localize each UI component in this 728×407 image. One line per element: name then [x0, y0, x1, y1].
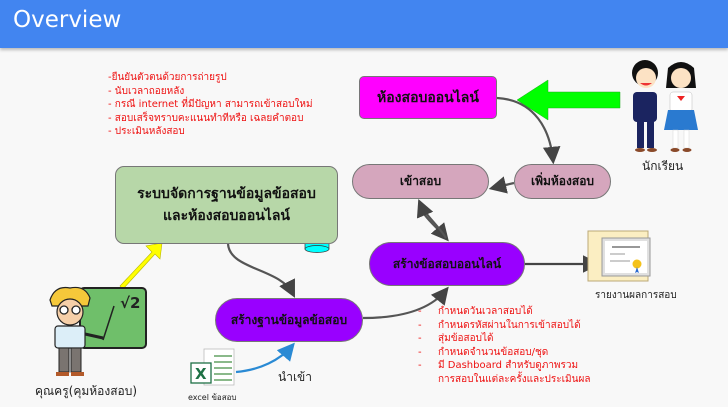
node-add-exam-room: เพิ่มห้องสอบ — [514, 164, 611, 199]
feature-item: -กำหนดรหัสผ่านในการเข้าสอบได้ — [418, 319, 581, 331]
student-features-list: -ยืนยันตัวตนด้วยการถ่ายรูป - นับเวลาถอยห… — [108, 71, 313, 139]
node-exam-management-system: ระบบจัดการฐานข้อมูลข้อสอบ และห้องสอบออนไ… — [115, 166, 338, 244]
arrow-import — [235, 342, 295, 374]
svg-text:X: X — [195, 365, 207, 383]
note-item: - สอบเสร็จทราบคะแนนทำทีหรือ เฉลยคำตอบ — [108, 112, 304, 124]
report-label: รายงานผลการสอบ — [595, 290, 677, 301]
note-item: -ยืนยันตัวตนด้วยการถ่ายรูป — [108, 72, 227, 83]
green-arrow-icon — [516, 79, 621, 121]
node-create-online-exam: สร้างข้อสอบออนไลน์ — [369, 242, 525, 286]
feature-item: -มี Dashboard สำหรับดูภาพรวม — [418, 360, 579, 371]
arrow-room-to-add — [496, 96, 561, 165]
excel-label: excel ข้อสอบ — [188, 393, 237, 402]
feature-item: -กำหนดจำนวนข้อสอบ/ชุด — [418, 346, 549, 358]
import-label: นำเข้า — [278, 370, 312, 384]
exam-features-list: -กำหนดวันเวลาสอบได้ -กำหนดรหัสผ่านในการเ… — [418, 305, 590, 386]
feature-item: -กำหนดวันเวลาสอบได้ — [418, 306, 533, 317]
teacher-label: คุณครู(คุมห้องสอบ) — [35, 384, 138, 398]
node-create-exam-database: สร้างฐานข้อมูลข้อสอบ — [215, 298, 363, 342]
excel-file-icon: X — [190, 348, 235, 386]
yellow-arrow-icon — [119, 242, 163, 290]
students-icon — [632, 60, 698, 152]
slide-header: Overview — [0, 0, 728, 48]
report-certificate-icon — [587, 230, 651, 282]
note-item: - ประเมินหลังสอบ — [108, 126, 185, 137]
feature-item: -สุ่มข้อสอบได้ — [418, 333, 494, 344]
node-online-exam-room: ห้องสอบออนไลน์ — [359, 76, 497, 119]
node-enter-exam: เข้าสอบ — [352, 164, 489, 199]
teacher-icon: √2 — [49, 286, 147, 376]
arrow-system-to-db — [226, 243, 295, 298]
note-item: - นับเวลาถอยหลัง — [108, 85, 185, 97]
note-item: - กรณี internet ที่มีปัญหา สามารถเข้าสอบ… — [108, 99, 313, 110]
feature-item: การสอบในแต่ละครั้งและประเมินผล — [438, 373, 591, 385]
svg-text:√2: √2 — [120, 294, 140, 312]
arrow-db-to-online — [362, 286, 449, 320]
slide-title: Overview — [13, 7, 122, 33]
students-label: นักเรียน — [642, 159, 684, 173]
arrow-add-to-enter — [488, 176, 515, 194]
